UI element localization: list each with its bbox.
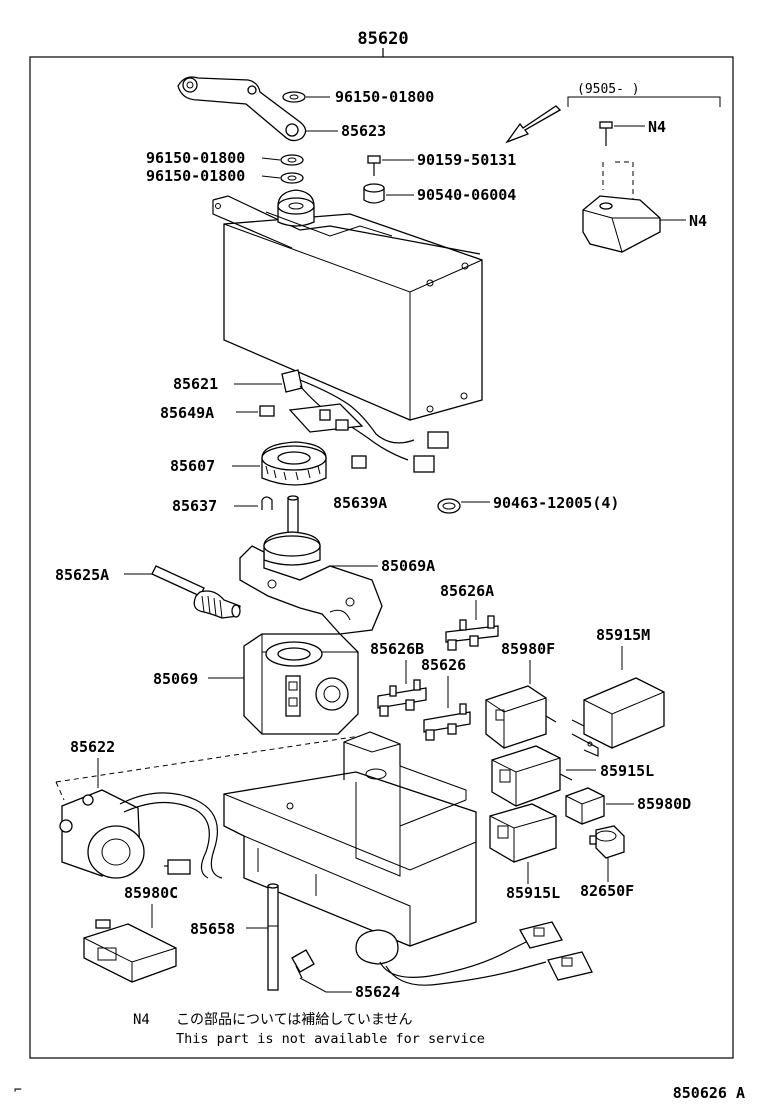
- part-label: 85607: [170, 457, 215, 475]
- cover-n4: [582, 195, 661, 253]
- part-label: 96150-01800: [335, 88, 434, 106]
- note-marker: N4: [133, 1012, 150, 1028]
- gear-icon: [261, 441, 327, 486]
- part-label: 85626B: [370, 640, 424, 658]
- footer-mark: ⌐: [14, 1083, 22, 1098]
- relay-85980d: [565, 787, 605, 825]
- mounting-bracket: [223, 731, 477, 947]
- rod-85658: [267, 883, 279, 991]
- part-label: 85649A: [160, 404, 214, 422]
- clamp-icon: [437, 498, 461, 514]
- bracket-85069a: [239, 495, 383, 635]
- clip-icon: [351, 455, 367, 469]
- relay-85915m: [571, 677, 665, 757]
- worm-shaft-85625a: [151, 565, 241, 619]
- motor-85622: [59, 789, 223, 879]
- terminal-block-85626a: [445, 615, 499, 651]
- part-label: 85622: [70, 738, 115, 756]
- note-english: This part is not available for service: [176, 1031, 485, 1047]
- part-label: 96150-01800: [146, 167, 245, 185]
- part-label: 85625A: [55, 566, 109, 584]
- link-arm-85623: [177, 76, 307, 142]
- assembly-number: 85620: [357, 29, 408, 49]
- part-label: 85915L: [600, 762, 654, 780]
- spring-clip-icon: [261, 496, 273, 510]
- part-label: 85980F: [501, 640, 555, 658]
- part-label: 85639A: [333, 494, 387, 512]
- direction-arrow-icon: [505, 105, 562, 144]
- bolt-icon: [367, 155, 381, 176]
- part-label: N4: [648, 118, 666, 136]
- relay-85915l-lower: [489, 803, 557, 863]
- bushing-icon: [363, 183, 385, 204]
- note-japanese: この部品については補給していません: [176, 1012, 412, 1028]
- part-label: 85623: [341, 122, 386, 140]
- part-label: 85621: [173, 375, 218, 393]
- part-label: 85069A: [381, 557, 435, 575]
- diagram-frame: [29, 56, 734, 1059]
- relay-85980f: [485, 685, 557, 749]
- part-label: 96150-01800: [146, 149, 245, 167]
- part-label: 85626A: [440, 582, 494, 600]
- wire-harness-85621: [281, 369, 449, 473]
- part-label: 85980C: [124, 884, 178, 902]
- relay-85915l-upper: [491, 745, 573, 807]
- pin-85624: [291, 949, 315, 979]
- gear-housing-85069: [243, 633, 359, 735]
- part-label: 85915L: [506, 884, 560, 902]
- part-label: 85980D: [637, 795, 691, 813]
- module-85980c: [83, 919, 177, 983]
- part-label: 90159-50131: [417, 151, 516, 169]
- actuator-housing: [212, 189, 483, 421]
- part-label: 85624: [355, 983, 400, 1001]
- part-label: 85658: [190, 920, 235, 938]
- figure-id: 850626 A: [673, 1084, 745, 1102]
- flasher-82650f: [589, 825, 625, 859]
- part-label: 85069: [153, 670, 198, 688]
- part-label: 85626: [421, 656, 466, 674]
- clip-icon: [259, 405, 275, 417]
- wire-harness-lower: [355, 921, 593, 986]
- date-note: (9505- ): [577, 82, 640, 97]
- part-label: 90540-06004: [417, 186, 516, 204]
- part-label: 90463-12005(4): [493, 494, 619, 512]
- terminal-block-85626: [423, 703, 471, 741]
- terminal-block-85626b: [377, 679, 427, 717]
- part-label: 85637: [172, 497, 217, 515]
- screw-icon: [599, 121, 613, 146]
- part-label: 85915M: [596, 626, 650, 644]
- part-label: N4: [689, 212, 707, 230]
- part-label: 82650F: [580, 882, 634, 900]
